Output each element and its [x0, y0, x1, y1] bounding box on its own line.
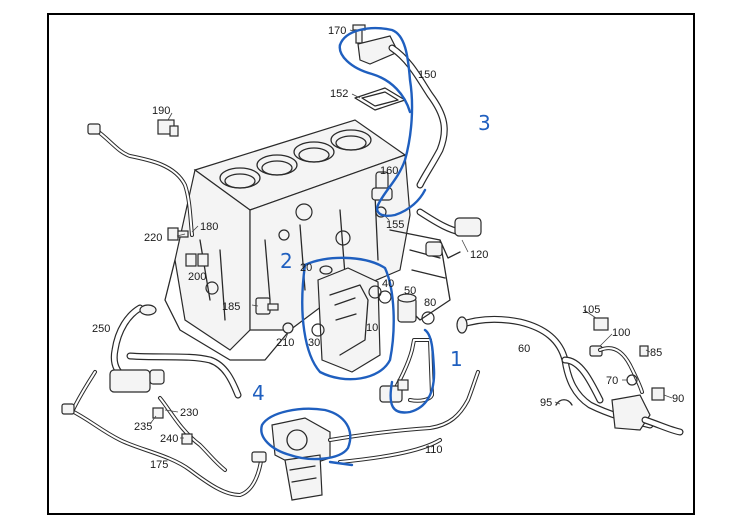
annotation-outline-2: [301, 256, 395, 381]
part-210-screw: [282, 322, 294, 334]
part-240-clip: [181, 433, 193, 445]
part-200-clips: [185, 253, 209, 267]
label-95: 95: [540, 397, 552, 409]
part-175-pipe: [61, 370, 264, 497]
label-235: 235: [134, 421, 152, 433]
part-30-oring: [311, 323, 325, 337]
label-180: 180: [200, 221, 218, 233]
label-105: 105: [582, 304, 600, 316]
part-180-pipe: [87, 123, 194, 237]
label-70: 70: [606, 375, 618, 387]
label-160: 160: [380, 165, 398, 177]
label-85: 85: [650, 347, 662, 359]
label-190: 190: [152, 105, 170, 117]
right-outlet-housing: [611, 394, 684, 436]
label-240: 240: [160, 433, 178, 445]
part-85-bolt: [639, 345, 649, 357]
part-185-sensor: [255, 297, 279, 315]
part-90-clip: [651, 387, 665, 401]
part-60-hose: [456, 315, 654, 429]
label-185: 185: [222, 301, 240, 313]
water-pump-assembly: [251, 417, 331, 501]
annotation-number-2: 2: [280, 249, 293, 273]
engine-block: [164, 119, 451, 361]
label-110: 110: [425, 444, 443, 456]
annotation-number-3: 3: [478, 111, 491, 135]
annotation-outline-4: [260, 407, 352, 461]
leader-lines: [149, 29, 673, 439]
part-110-pipe: [328, 370, 480, 464]
annotation-outline-3: [338, 26, 427, 217]
annotation-outline-1: [389, 328, 436, 414]
part-50-sleeve: [397, 293, 417, 323]
label-220: 220: [144, 232, 162, 244]
label-20: 20: [300, 262, 312, 274]
annotation-number-1: 1: [450, 347, 463, 371]
label-230: 230: [180, 407, 198, 419]
label-155: 155: [386, 219, 404, 231]
label-210: 210: [276, 337, 294, 349]
label-90: 90: [672, 393, 684, 405]
part-220-bolt: [167, 227, 189, 241]
label-100: 100: [612, 327, 630, 339]
label-60: 60: [518, 343, 530, 355]
part-105-clip: [593, 317, 609, 331]
part-20-oring: [319, 265, 333, 275]
label-30: 30: [308, 337, 320, 349]
part-number-labels: 170 150 152 190 160 155 120 180 220 200 …: [92, 25, 684, 471]
part-190-clip: [157, 119, 179, 137]
label-50: 50: [404, 285, 416, 297]
label-152: 152: [330, 88, 348, 100]
part-150-hose-with-flange: [357, 35, 448, 189]
label-170: 170: [328, 25, 346, 37]
annotation-number-4: 4: [252, 381, 265, 405]
part-120-hose: [416, 208, 482, 259]
part-250-hose: [109, 304, 242, 399]
label-150: 150: [418, 69, 436, 81]
label-40: 40: [382, 278, 394, 290]
part-40-orings: [368, 285, 392, 304]
part-155-oring: [375, 206, 387, 218]
blue-annotation-outlines: [260, 26, 436, 467]
label-120: 120: [470, 249, 488, 261]
label-10: 10: [366, 322, 378, 334]
part-95-clip: [555, 399, 573, 406]
part-10-housing: [317, 267, 381, 373]
label-80: 80: [424, 297, 436, 309]
part-235-clip: [152, 407, 164, 419]
label-200: 200: [188, 271, 206, 283]
label-175: 175: [150, 459, 168, 471]
blue-annotation-numbers: 1 2 3 4: [252, 111, 491, 405]
label-250: 250: [92, 323, 110, 335]
part-100-connector: [589, 345, 644, 394]
part-80-oring: [421, 311, 435, 325]
